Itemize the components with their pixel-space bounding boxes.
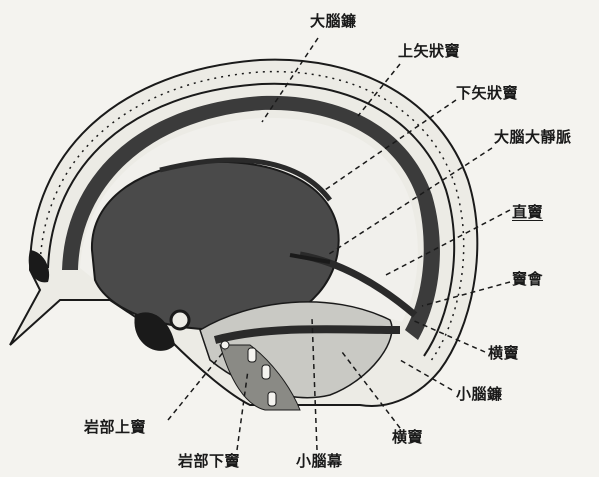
label-inferior-petrosal-sinus: 岩部下竇	[178, 452, 240, 470]
label-transverse-sinus-bottom: 横竇	[392, 428, 423, 446]
label-superior-sagittal-sinus: 上矢狀竇	[398, 42, 460, 60]
label-superior-petrosal-sinus: 岩部上竇	[84, 418, 146, 436]
label-great-cerebral-vein: 大腦大靜脈	[494, 128, 572, 146]
label-falx-cerebelli: 小腦鐮	[456, 385, 503, 403]
label-transverse-sinus-right: 横竇	[488, 344, 519, 362]
label-falx-cerebri: 大腦鐮	[310, 12, 357, 30]
label-tentorium-cerebelli: 小腦幕	[296, 452, 343, 470]
pituitary-knob	[171, 311, 189, 329]
label-inferior-sagittal-sinus: 下矢狀竇	[456, 84, 518, 102]
label-confluence-of-sinuses: 竇會	[512, 270, 543, 288]
label-straight-sinus: 直竇	[512, 203, 543, 221]
